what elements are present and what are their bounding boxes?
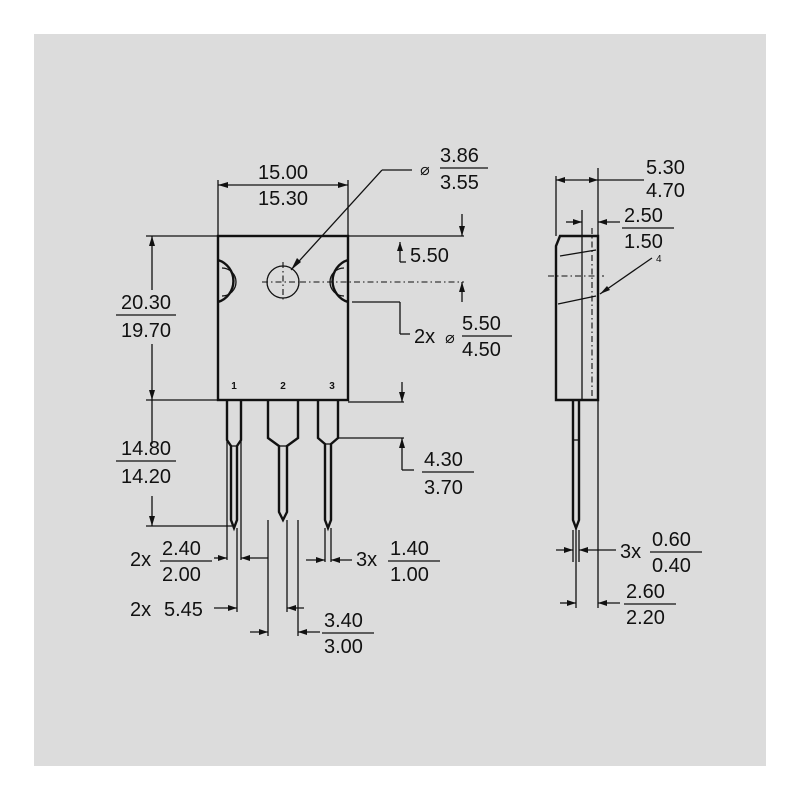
notch-diameter-prefix: 2x bbox=[414, 326, 435, 348]
lead-1 bbox=[225, 400, 243, 532]
package-body bbox=[216, 234, 350, 402]
center-lead-min: 3.00 bbox=[324, 636, 363, 658]
front-view: 1 2 3 15.00 15.30 ⌀ 3.86 3.55 bbox=[116, 145, 512, 658]
shoulder-length-max: 4.30 bbox=[424, 449, 463, 471]
lead-2 bbox=[266, 400, 300, 523]
pin-label-3: 3 bbox=[329, 381, 335, 392]
side-view: 5.30 4.70 2.50 1.50 4 3x 0.60 0.40 2.60 bbox=[548, 157, 702, 629]
hole-diameter-symbol: ⌀ bbox=[420, 162, 430, 179]
center-lead-max: 3.40 bbox=[324, 610, 363, 632]
hole-offset: 5.50 bbox=[410, 245, 449, 267]
drawing-background bbox=[34, 34, 766, 766]
wide-lead-prefix: 2x bbox=[130, 549, 151, 571]
notch-diameter-max: 5.50 bbox=[462, 313, 501, 335]
notch-diameter-symbol: ⌀ bbox=[445, 330, 455, 347]
lead-length-min: 14.20 bbox=[121, 466, 171, 488]
notch-right bbox=[331, 258, 349, 304]
body-height-max: 20.30 bbox=[121, 292, 171, 314]
thickness-min: 4.70 bbox=[646, 180, 685, 202]
lead-width-max: 1.40 bbox=[390, 538, 429, 560]
hole-diameter-max: 3.86 bbox=[440, 145, 479, 167]
lead-thickness-max: 0.60 bbox=[652, 529, 691, 551]
hole-diameter-min: 3.55 bbox=[440, 172, 479, 194]
lead-thickness-prefix: 3x bbox=[620, 541, 641, 563]
body-width-max: 15.00 bbox=[258, 162, 308, 184]
lead-width-prefix: 3x bbox=[356, 549, 377, 571]
tab-thickness-max: 2.50 bbox=[624, 205, 663, 227]
angle-mark: 4 bbox=[656, 254, 662, 265]
body-width-min: 15.30 bbox=[258, 188, 308, 210]
tab-thickness-min: 1.50 bbox=[624, 231, 663, 253]
lead-3 bbox=[316, 400, 340, 532]
pin-label-1: 1 bbox=[231, 381, 237, 392]
lead-offset-min: 2.20 bbox=[626, 607, 665, 629]
thickness-max: 5.30 bbox=[646, 157, 685, 179]
wide-lead-min: 2.00 bbox=[162, 564, 201, 586]
side-body bbox=[554, 234, 600, 402]
notch-left-inner bbox=[221, 267, 237, 297]
lead-width-min: 1.00 bbox=[390, 564, 429, 586]
body-height-min: 19.70 bbox=[121, 320, 171, 342]
wide-lead-max: 2.40 bbox=[162, 538, 201, 560]
pitch-prefix: 2x bbox=[130, 599, 151, 621]
pitch-value: 5.45 bbox=[164, 599, 203, 621]
shoulder-length-min: 3.70 bbox=[424, 477, 463, 499]
lead-thickness-min: 0.40 bbox=[652, 555, 691, 577]
pin-label-2: 2 bbox=[280, 381, 286, 392]
notch-diameter-min: 4.50 bbox=[462, 339, 501, 361]
notch-left bbox=[217, 258, 235, 304]
lead-length-max: 14.80 bbox=[121, 438, 171, 460]
lead-offset-max: 2.60 bbox=[626, 581, 665, 603]
